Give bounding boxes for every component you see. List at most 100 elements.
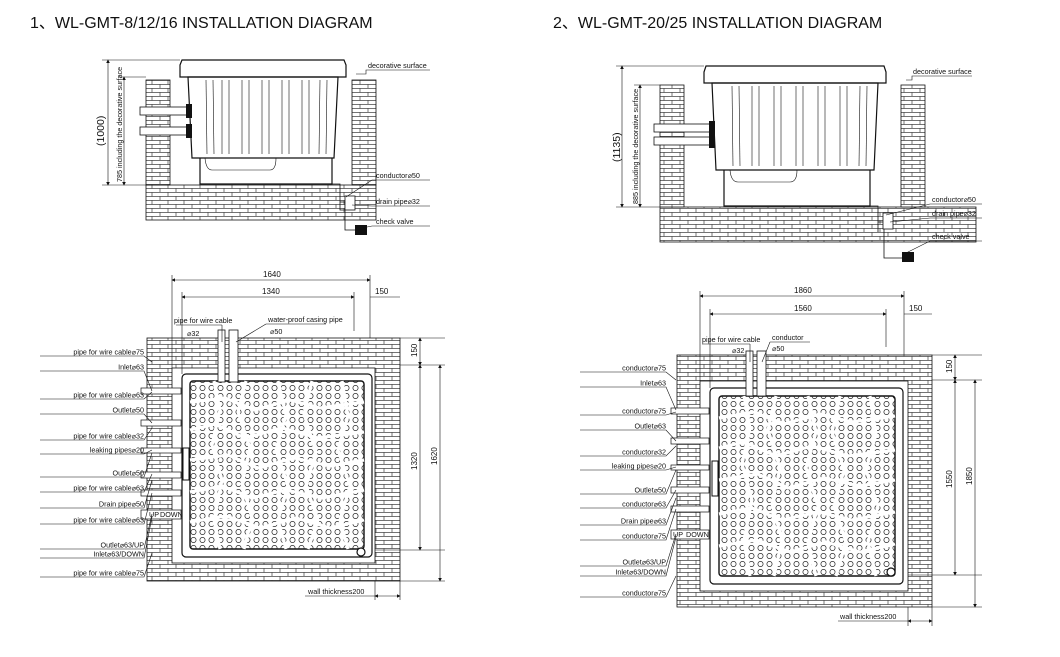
right-up-label: UP — [673, 530, 683, 539]
left-ground-brick — [145, 184, 377, 221]
right-top-pipe-dia-2: ⌀50 — [772, 344, 784, 353]
right-elevation-view: decorative surface conductor⌀50 drain pi… — [611, 65, 982, 262]
left-side-leader-4 — [40, 427, 153, 441]
right-top-pipe-label-2: conductor — [772, 333, 804, 342]
right-side-label-2: conductor⌀75 — [622, 407, 666, 416]
right-side-leader-10 — [580, 533, 677, 567]
left-side-label-3: Outlet⌀50 — [113, 406, 145, 415]
left-up-label: UP — [149, 510, 159, 519]
right-side-labels: conductor⌀75Inlet⌀63conductor⌀75Outlet⌀6… — [580, 364, 677, 598]
left-top-margin: 150 — [375, 287, 389, 296]
left-side-label-8: Drain pipe⌀50 — [99, 500, 144, 509]
left-elevation-view: decorative surface conductor⌀50 drain pi… — [95, 59, 430, 235]
left-side-label-5: leaking pipes⌀20 — [90, 446, 144, 455]
left-height-outer: 1620 — [430, 447, 439, 465]
left-decorative-surface-label: decorative surface — [368, 61, 427, 70]
left-side-margin: 150 — [410, 343, 419, 357]
left-height-total: (1000) — [95, 116, 107, 146]
left-side-leader-0 — [40, 355, 153, 363]
left-top-pipe-dia-2: ⌀50 — [270, 327, 282, 336]
right-side-label-8: Drain pipe⌀63 — [621, 517, 666, 526]
right-height-total: (1135) — [611, 132, 623, 162]
right-side-leader-9 — [580, 508, 677, 541]
right-width-inner: 1560 — [794, 304, 812, 313]
right-grate-cover — [718, 395, 896, 577]
left-side-leader-9 — [40, 492, 153, 525]
right-side-leader-6 — [580, 469, 677, 495]
left-side-label-11: Inlet⌀63/DOWN — [93, 550, 144, 559]
left-side-leader-6 — [40, 452, 153, 478]
left-side-label-12: pipe for wire cable⌀75 — [73, 569, 144, 578]
left-brick-column-r — [351, 79, 377, 186]
right-side-leader-1 — [580, 386, 677, 411]
right-side-label-11: Inlet⌀63/DOWN — [615, 568, 666, 577]
left-side-leader-11 — [40, 516, 153, 559]
right-down-label: DOWN — [686, 530, 709, 539]
left-grate-cover — [189, 380, 365, 550]
right-diagram-title: 2、WL-GMT-20/25 INSTALLATION DIAGRAM — [553, 15, 882, 32]
left-side-leader-1 — [40, 370, 153, 392]
right-drain-pipe-label: drain pipe⌀32 — [932, 209, 976, 218]
left-width-outer: 1640 — [263, 270, 281, 279]
left-diagram-title: 1、WL-GMT-8/12/16 INSTALLATION DIAGRAM — [30, 15, 373, 32]
right-decorative-surface-label: decorative surface — [913, 67, 972, 76]
left-check-valve-label: check valve — [376, 217, 414, 226]
left-side-leader-2 — [40, 391, 153, 400]
left-side-leader-5 — [40, 449, 153, 455]
right-side-label-7: conductor⌀63 — [622, 500, 666, 509]
left-side-label-2: pipe for wire cable⌀63 — [73, 391, 144, 400]
left-side-leader-10 — [40, 513, 153, 550]
left-side-label-7: pipe for wire cable⌀63 — [73, 484, 144, 493]
right-top-pipe-dia-1: ⌀32 — [732, 346, 744, 355]
left-side-leader-12 — [40, 552, 153, 578]
right-side-leader-12 — [580, 575, 677, 598]
left-height-inner-plan: 1320 — [410, 452, 419, 470]
right-width-outer: 1860 — [794, 286, 812, 295]
right-side-label-9: conductor⌀75 — [622, 532, 666, 541]
right-height-inner: 885 including the decorative surface — [631, 89, 640, 204]
right-side-label-6: Outlet⌀50 — [635, 486, 667, 495]
left-down-label: DOWN — [160, 510, 183, 519]
right-side-margin: 150 — [945, 359, 954, 373]
right-side-label-10: Outlet⌀63/UP — [623, 558, 667, 567]
right-side-label-4: conductor⌀32 — [622, 448, 666, 457]
right-height-outer: 1850 — [965, 467, 974, 485]
left-tank — [179, 59, 347, 185]
left-side-label-4: pipe for wire cable⌀32 — [73, 432, 144, 441]
left-side-label-6: Outlet⌀50 — [113, 469, 145, 478]
left-top-pipe-label-1: pipe for wire cable — [174, 316, 232, 325]
left-wall-thickness: wall thickness200 — [307, 587, 364, 596]
left-height-inner: 785 including the decorative surface — [115, 67, 124, 182]
left-drain-pipe-label: drain pipe⌀32 — [376, 197, 420, 206]
right-tank — [703, 65, 887, 207]
right-side-label-3: Outlet⌀63 — [635, 422, 667, 431]
right-side-label-12: conductor⌀75 — [622, 589, 666, 598]
left-side-label-10: Outlet⌀63/UP — [101, 541, 145, 550]
right-check-valve-label: check valve — [932, 232, 970, 241]
right-side-leader-8 — [580, 497, 677, 526]
right-wall-thickness: wall thickness200 — [839, 612, 896, 621]
right-top-margin: 150 — [909, 304, 923, 313]
right-height-inner-plan: 1550 — [945, 470, 954, 488]
left-conductor-label: conductor⌀50 — [376, 171, 420, 180]
right-side-leader-2 — [580, 411, 677, 416]
left-side-leader-8 — [40, 479, 153, 509]
right-side-leader-7 — [580, 489, 677, 509]
right-side-label-0: conductor⌀75 — [622, 364, 666, 373]
left-width-inner: 1340 — [262, 287, 280, 296]
left-plan-view: UP DOWN 1640 1340 150 150 1320 1620 wall… — [140, 270, 445, 600]
left-side-leader-7 — [40, 473, 153, 493]
right-side-leader-11 — [580, 536, 677, 577]
right-plan-view: UP DOWN 1860 1560 150 150 1550 1850 wall… — [670, 286, 982, 626]
left-side-label-1: Inlet⌀63 — [118, 363, 144, 372]
right-conductor-label: conductor⌀50 — [932, 195, 976, 204]
left-top-pipe-label-2: water-proof casing pipe — [267, 315, 343, 324]
left-side-labels: pipe for wire cable⌀75 Inlet⌀63 pipe for w… — [40, 348, 153, 578]
left-side-leader-3 — [40, 413, 153, 424]
right-top-pipe-label-1: pipe for wire cable — [702, 335, 760, 344]
right-side-leader-3 — [580, 429, 677, 442]
right-side-label-1: Inlet⌀63 — [640, 379, 666, 388]
right-side-leader-4 — [580, 445, 677, 457]
right-side-leader-0 — [580, 371, 677, 381]
right-side-label-5: leaking pipes⌀20 — [612, 462, 666, 471]
